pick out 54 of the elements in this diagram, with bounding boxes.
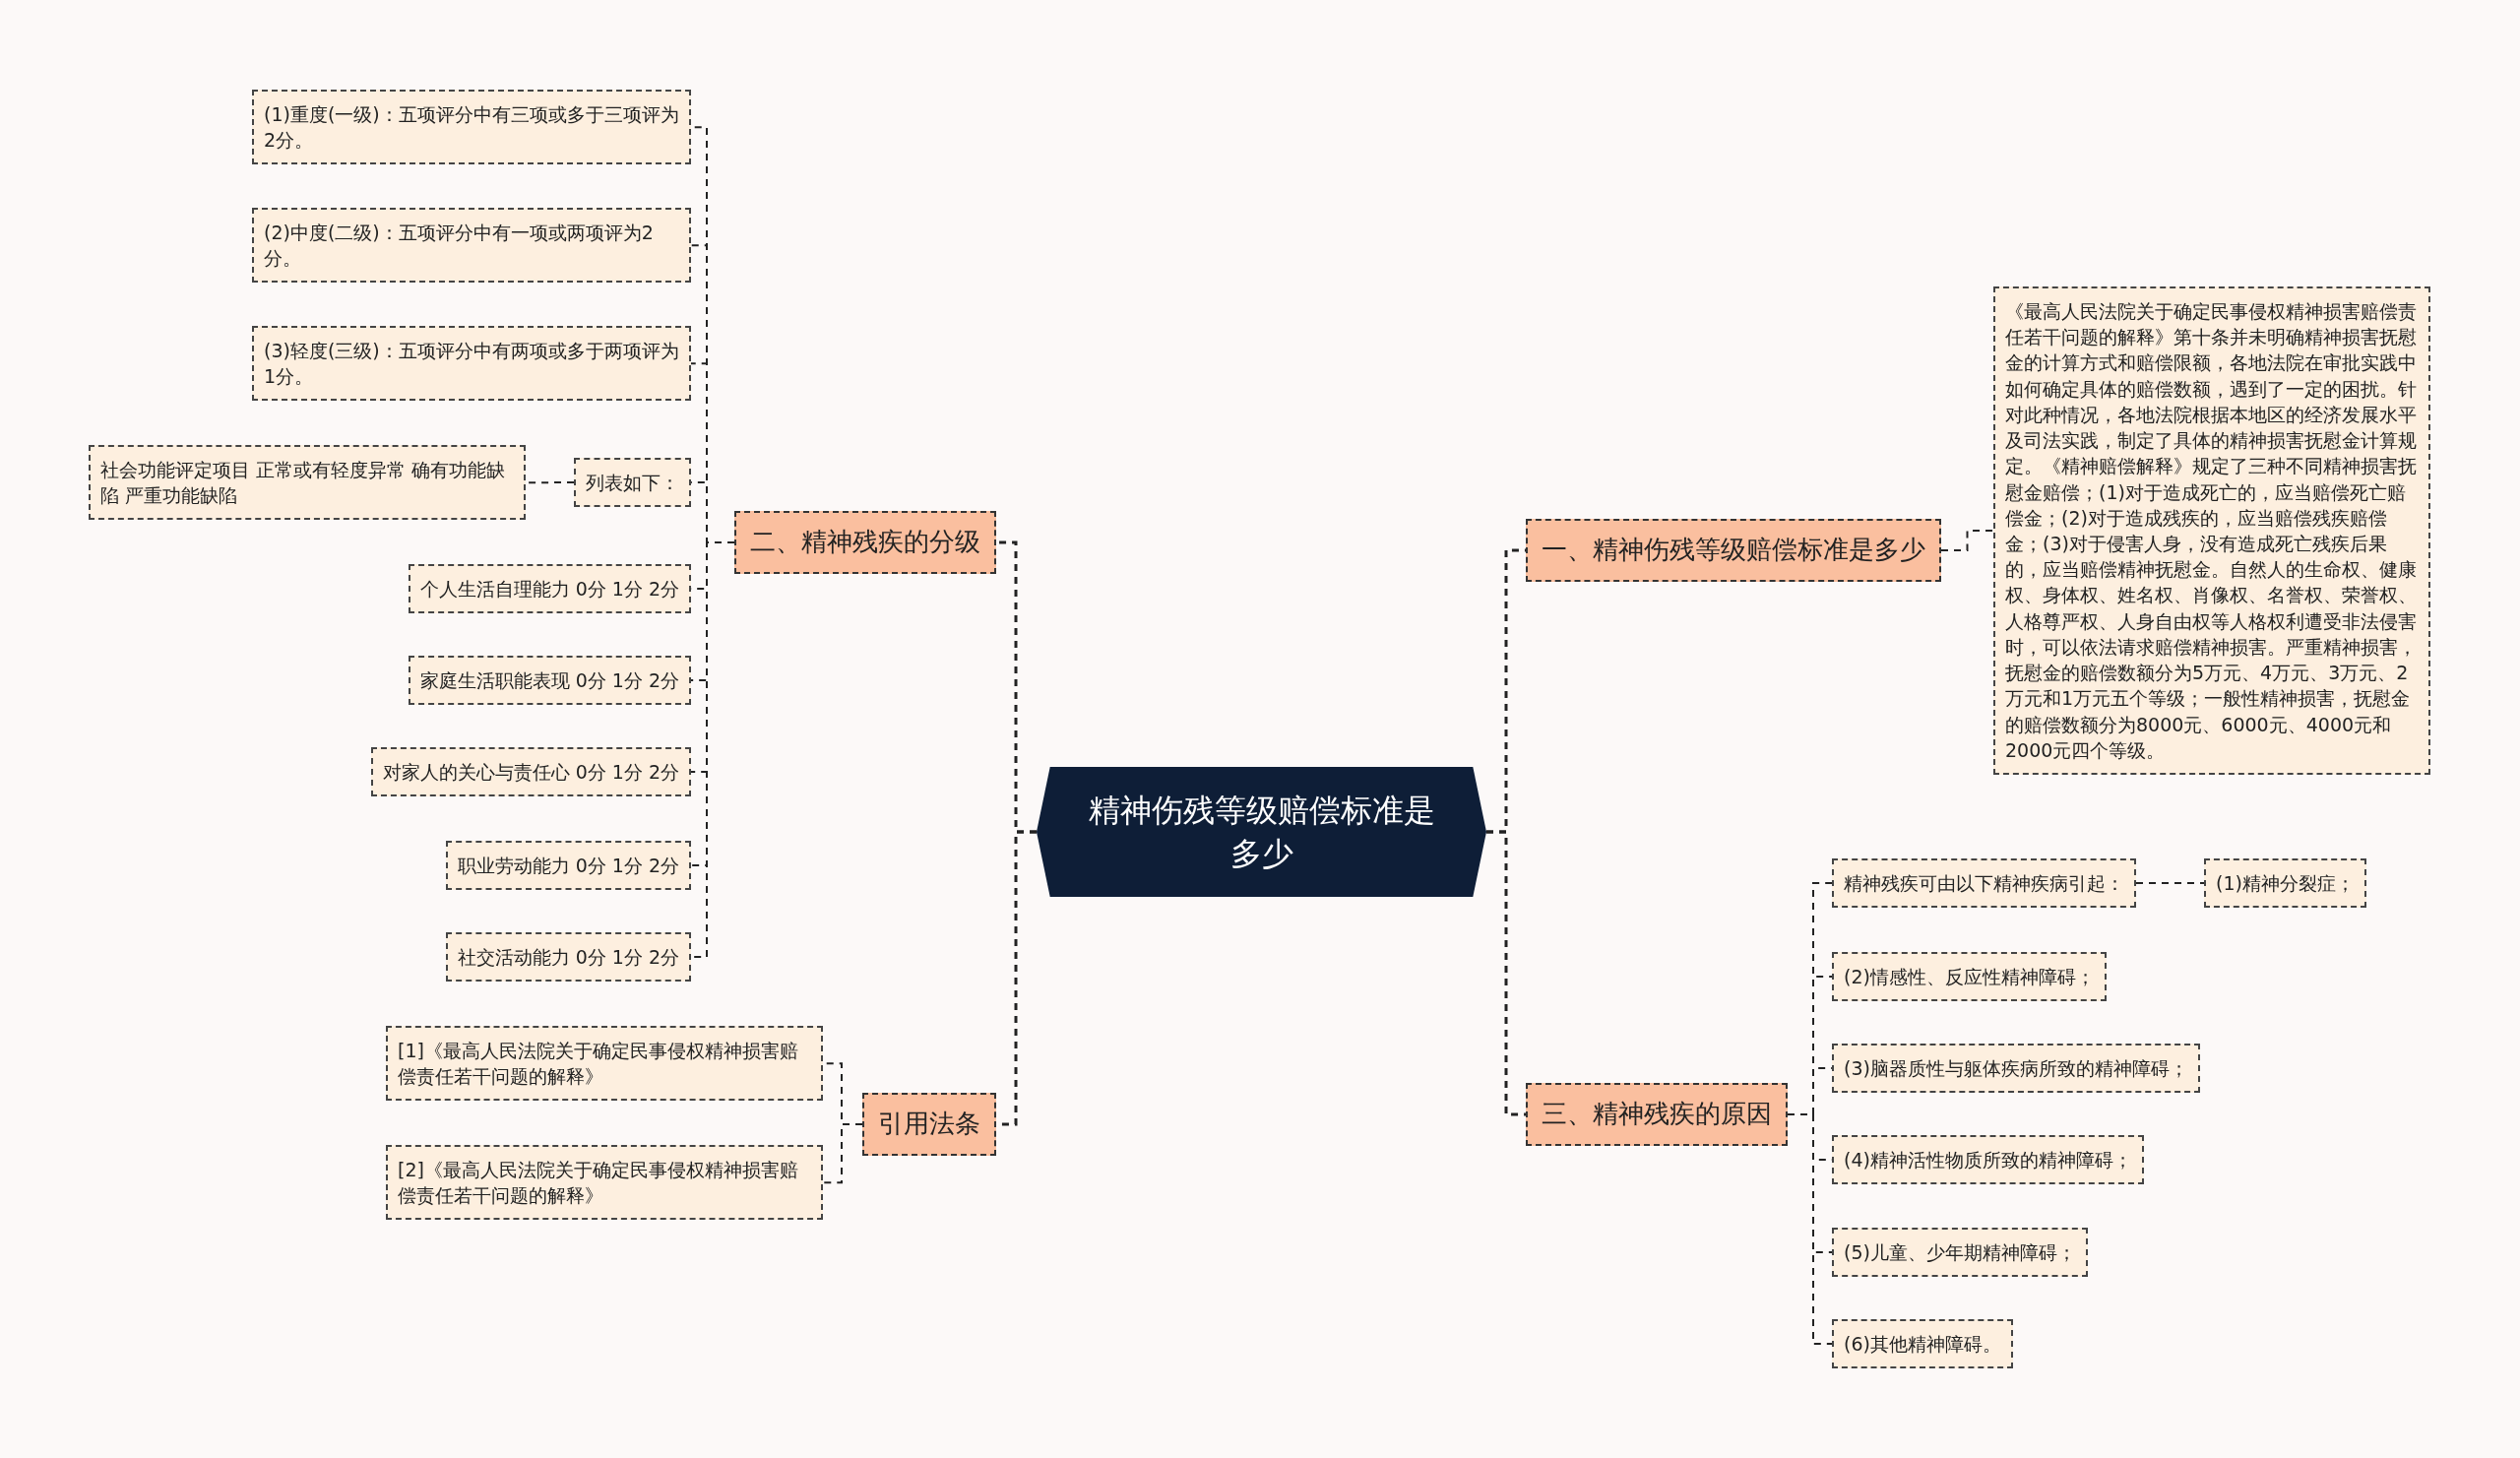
subtopic-box [1832, 952, 2107, 1002]
subtopic-box [574, 458, 691, 508]
topic-text: 个人生活自理能力 0分 1分 2分 [419, 577, 679, 602]
subtopic-box [445, 841, 691, 891]
central-topic-hexagon [1037, 767, 1486, 897]
topic-text: 对家人的关心与责任心 0分 1分 2分 [382, 760, 679, 785]
connector-line [2135, 882, 2205, 885]
subtopic-box [2204, 858, 2366, 909]
subtopic-box [1832, 1319, 2013, 1369]
topic-text: 一、精神伤残等级赔偿标准是多少 [1542, 534, 1925, 566]
topic-text: 《最高人民法院关于确定民事侵权精神损害赔偿责任若干问题的解释》第十条并未明确精神损害抚慰金的计算方式和赔偿限额，各地法院在审批实践中如何确定具体的赔偿数额，遇到了一定的困扰。针对此种情况，各地法院根据本地区的经济发展水平及司法实践，制定了具体的精神损害抚慰金计算规定。《精神赔偿解释》规定了三种不同精神损害抚慰金赔偿；(1)对于造成死亡的，应当赔偿死亡赔偿金；(2)对于造成残疾的，应当赔偿残疾赔偿金；(3)对于侵害人身，没有造成死亡残疾后果的，应当赔偿精神抚慰金。自然人的生命权、健康权、身体权、姓名权、肖像权、名誉权、荣誉权、人格尊严权、人身自由权等人格权利遭受非法侵害时，可以依法请求赔偿精神损害。严重精神损害，抚慰金的赔偿数额分为5万元、4万元、3万元、2万元和1万元五个等级；一般性精神损害，抚慰金的赔偿数额分为8000元、6000元、4000元和2000元四个等级。 [2005, 299, 2418, 763]
topic-text: 列表如下： [586, 471, 679, 495]
connector-line [1486, 830, 1526, 1116]
subtopic-box [89, 445, 526, 521]
subtopic-box [252, 208, 691, 284]
topic-text: (3)脑器质性与躯体疾病所致的精神障碍； [1844, 1056, 2188, 1081]
subtopic-box [1832, 1044, 2200, 1094]
topic-text: (1)精神分裂症； [2216, 871, 2355, 896]
topic-text: 职业劳动能力 0分 1分 2分 [457, 854, 679, 878]
topic-box [862, 1093, 996, 1156]
subtopic-box [445, 932, 691, 983]
topic-text: [1]《最高人民法院关于确定民事侵权精神损害赔偿责任若干问题的解释》 [398, 1039, 799, 1090]
topic-text: 精神伤残等级赔偿标准是多少 [1087, 790, 1436, 874]
topic-text: 社交活动能力 0分 1分 2分 [457, 945, 679, 970]
subtopic-box [252, 90, 691, 165]
topic-text: (3)轻度(三级)：五项评分中有两项或多于两项评为1分。 [264, 339, 679, 390]
topic-box [1526, 1083, 1788, 1146]
topic-text: 精神残疾可由以下精神疾病引起： [1844, 871, 2124, 896]
topic-text: (4)精神活性物质所致的精神障碍； [1844, 1148, 2132, 1173]
topic-text: [2]《最高人民法院关于确定民事侵权精神损害赔偿责任若干问题的解释》 [398, 1158, 799, 1209]
connector-line [1940, 529, 1994, 551]
topic-box [1526, 519, 1941, 582]
topic-text: (1)重度(一级)：五项评分中有三项或多于三项评为2分。 [264, 102, 679, 154]
subtopic-box [1832, 1228, 2088, 1278]
subtopic-box [252, 326, 691, 402]
connector-line [822, 1122, 863, 1184]
subtopic-box [408, 564, 691, 614]
subtopic-box [370, 747, 691, 797]
subtopic-box [386, 1145, 823, 1221]
topic-text: 三、精神残疾的原因 [1542, 1098, 1772, 1130]
topic-text: (6)其他精神障碍。 [1844, 1332, 2001, 1357]
topic-text: 二、精神残疾的分级 [750, 526, 980, 558]
topic-box [734, 511, 996, 574]
topic-text: 家庭生活职能表现 0分 1分 2分 [419, 668, 679, 693]
topic-text: (2)情感性、反应性精神障碍； [1844, 965, 2095, 989]
topic-text: 引用法条 [878, 1108, 980, 1140]
connector-line [1787, 1112, 1833, 1346]
subtopic-box [1832, 858, 2136, 909]
topic-text: (5)儿童、少年期精神障碍； [1844, 1240, 2076, 1265]
subtopic-box [1832, 1135, 2144, 1185]
subtopic-box [386, 1026, 823, 1102]
topic-text: 社会功能评定项目 正常或有轻度异常 确有功能缺陷 严重功能缺陷 [100, 458, 507, 509]
topic-text: (2)中度(二级)：五项评分中有一项或两项评为2分。 [264, 221, 655, 272]
subtopic-box [408, 656, 691, 706]
